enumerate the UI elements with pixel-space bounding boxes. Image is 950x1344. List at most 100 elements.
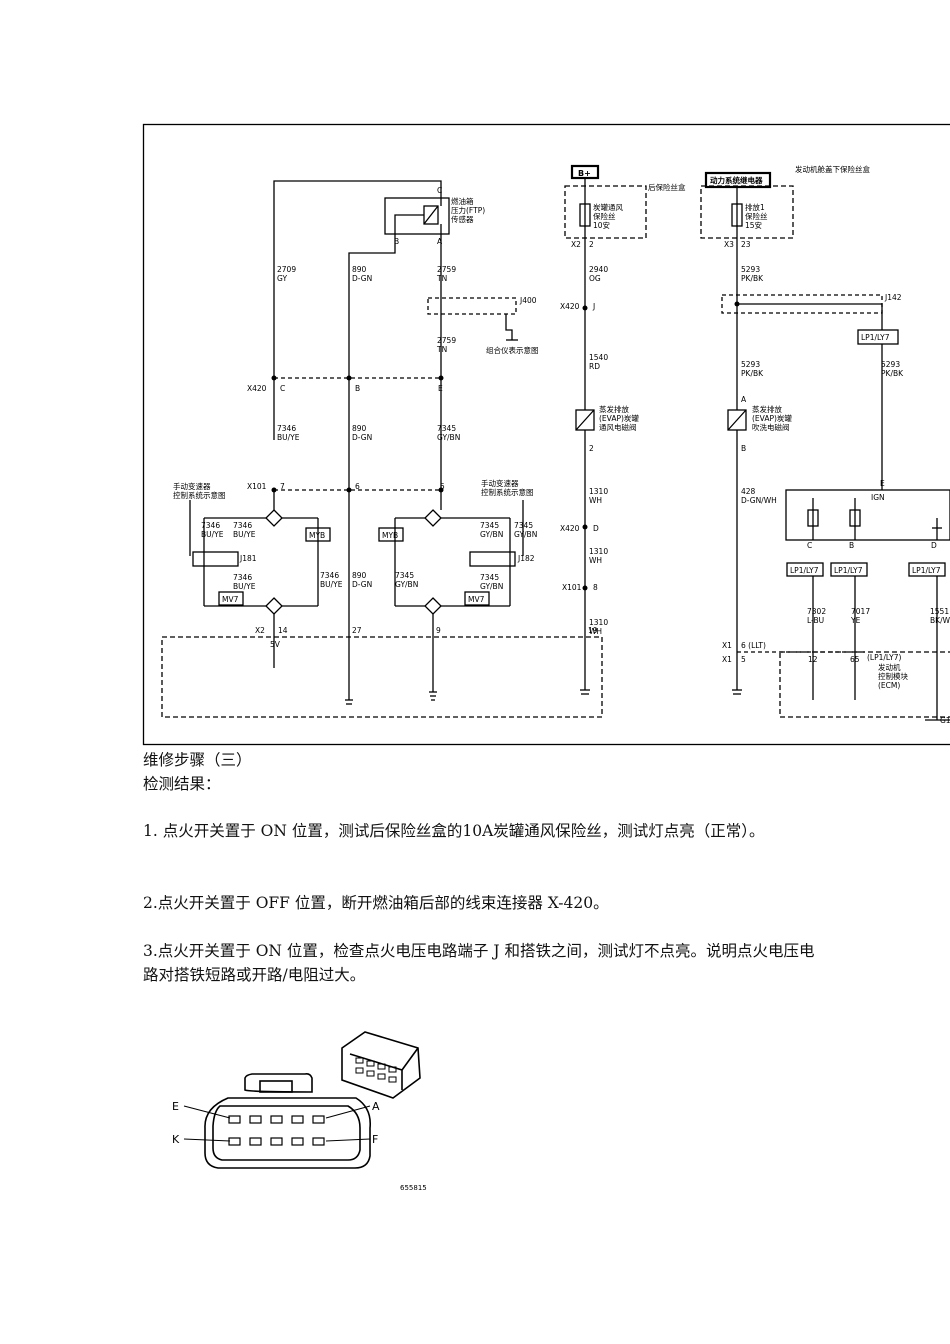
- wire-color: BU/YE: [233, 582, 256, 591]
- wire-number: 7346: [320, 571, 339, 580]
- wire-color: GY/BN: [514, 530, 537, 539]
- ground-label: G1: [940, 716, 950, 725]
- pin-label: 12: [808, 655, 818, 664]
- wire-color: WH: [589, 556, 602, 565]
- wire-color: BU/YE: [277, 433, 300, 442]
- underhood-fuse-box-label: 发动机舱盖下保险丝盒: [795, 164, 870, 174]
- connector-label: J142: [884, 293, 902, 302]
- wire-number: 7017: [851, 607, 870, 616]
- connector-label: X420: [247, 384, 267, 393]
- cavity-label-a: A: [372, 1100, 380, 1113]
- wire-number: 890: [352, 265, 367, 274]
- pin-label: E: [438, 384, 443, 393]
- voltage-label: 5V: [270, 640, 281, 649]
- ecm-label-1: (LP1/LY7): [867, 653, 901, 662]
- wire-number: 2940: [589, 265, 608, 274]
- purge-fuse-label-2: 保险丝: [745, 211, 768, 221]
- vent-fuse-label-1: 炭罐通风: [593, 202, 623, 212]
- pin-label: B: [355, 384, 360, 393]
- trans-ref-left-1: 手动变速器: [173, 481, 211, 491]
- schematic-frame: [142, 123, 950, 746]
- vent-fuse-label-3: 10安: [593, 220, 611, 230]
- wire-number: 890: [352, 571, 367, 580]
- connector-label: J181: [239, 554, 257, 563]
- connector-face-figure: E A K F 655815: [172, 1031, 427, 1192]
- connector-label: MV7: [468, 595, 485, 604]
- connector-label: X1: [722, 655, 732, 664]
- ftp-sensor-label-2: 压力(FTP): [451, 205, 485, 215]
- wire-number: 7345: [480, 573, 499, 582]
- pin-label: 5: [741, 655, 746, 664]
- step-3-text: 3.点火开关置于 ON 位置，检查点火电压电路端子 J 和搭铁之间，测试灯不点亮…: [143, 942, 815, 984]
- purge-fuse-label-1: 排放1: [745, 202, 765, 212]
- wire-color: GY: [277, 274, 287, 283]
- wire-number: 7345: [480, 521, 499, 530]
- step-1-text: 1. 点火开关置于 ON 位置，测试后保险丝盒的10A炭罐通风保险丝，测试灯点亮…: [143, 822, 765, 840]
- connector-3d-view: [341, 1031, 421, 1099]
- connector-label: X2: [255, 626, 265, 635]
- trans-ref-right-2: 控制系统示意图: [481, 487, 534, 497]
- wire-color: WH: [589, 496, 602, 505]
- connector-label: MYB: [309, 531, 325, 540]
- wire-number: 428: [741, 487, 756, 496]
- wire-color: WH: [589, 627, 602, 636]
- result-label: 检测结果：: [143, 775, 221, 793]
- vent-fuse-label-2: 保险丝: [593, 211, 616, 221]
- ecm-label-2: 发动机: [878, 662, 901, 672]
- wire-color: PK/BK: [741, 274, 764, 283]
- cavity-label-f: F: [372, 1133, 378, 1146]
- ign-label: IGN: [871, 493, 885, 502]
- pin-label: 2: [589, 444, 594, 453]
- purge-solenoid-label-1: 蒸发排放: [752, 404, 782, 414]
- connector-label: MYB: [382, 531, 398, 540]
- ecm-label-3: 控制模块: [878, 671, 908, 681]
- wire-color: TN: [436, 274, 447, 283]
- purge-solenoid-label-2: (EVAP)炭罐: [752, 413, 792, 423]
- pin-label: C: [280, 384, 285, 393]
- wire-color: L-BU: [807, 616, 824, 625]
- wire-number: 1310: [589, 547, 608, 556]
- ftp-sensor-label-3: 传感器: [451, 214, 474, 224]
- pin-label: 27: [352, 626, 362, 635]
- connector-label: LP1/LY7: [834, 566, 863, 575]
- wire-color: D-GN: [352, 580, 372, 589]
- terminal-cavities: [228, 1115, 325, 1146]
- wire-color: D-GN/WH: [741, 496, 777, 505]
- wire-number: 1540: [589, 353, 608, 362]
- wire-number: 2759: [437, 265, 456, 274]
- wire-number: 1310: [589, 618, 608, 627]
- vent-solenoid-label-2: (EVAP)炭罐: [599, 413, 639, 423]
- wire-number: 7346: [233, 521, 252, 530]
- wire-number: 7345: [395, 571, 414, 580]
- wire-number: 7346: [233, 573, 252, 582]
- pin-label: D: [931, 541, 937, 550]
- pin-label: 19: [588, 626, 598, 635]
- pin-label: D: [593, 524, 599, 533]
- pin-label: C: [807, 541, 812, 550]
- wire-color: PK/BK: [881, 369, 904, 378]
- ecm-label-4: (ECM): [878, 681, 900, 690]
- wire-color: BK/W: [930, 616, 950, 625]
- pin-label: 5: [440, 482, 445, 491]
- wire-number: 5293: [741, 265, 760, 274]
- connector-label: J182: [517, 554, 535, 563]
- wire-number: 5293: [741, 360, 760, 369]
- pin-label: 6 (LLT): [741, 641, 766, 650]
- wire-number: 7346: [201, 521, 220, 530]
- connector-label: LP1/LY7: [912, 566, 941, 575]
- wire-color: OG: [589, 274, 601, 283]
- connector-label: LP1/LY7: [790, 566, 819, 575]
- wire-color: RD: [589, 362, 600, 371]
- wire-number: 1310: [589, 487, 608, 496]
- pin-label: 2: [589, 240, 594, 249]
- wire-number: 1551: [930, 607, 949, 616]
- wire-number: 7302: [807, 607, 826, 616]
- pin-label: B: [849, 541, 854, 550]
- pin-label: A: [437, 237, 443, 246]
- pin-label: 9: [436, 626, 441, 635]
- pin-label: J: [592, 302, 595, 311]
- wire-color: GY/BN: [437, 433, 460, 442]
- cluster-ref-label: 组合仪表示意图: [486, 345, 539, 355]
- pin-label: 8: [593, 583, 598, 592]
- wire-color: GY/BN: [395, 580, 418, 589]
